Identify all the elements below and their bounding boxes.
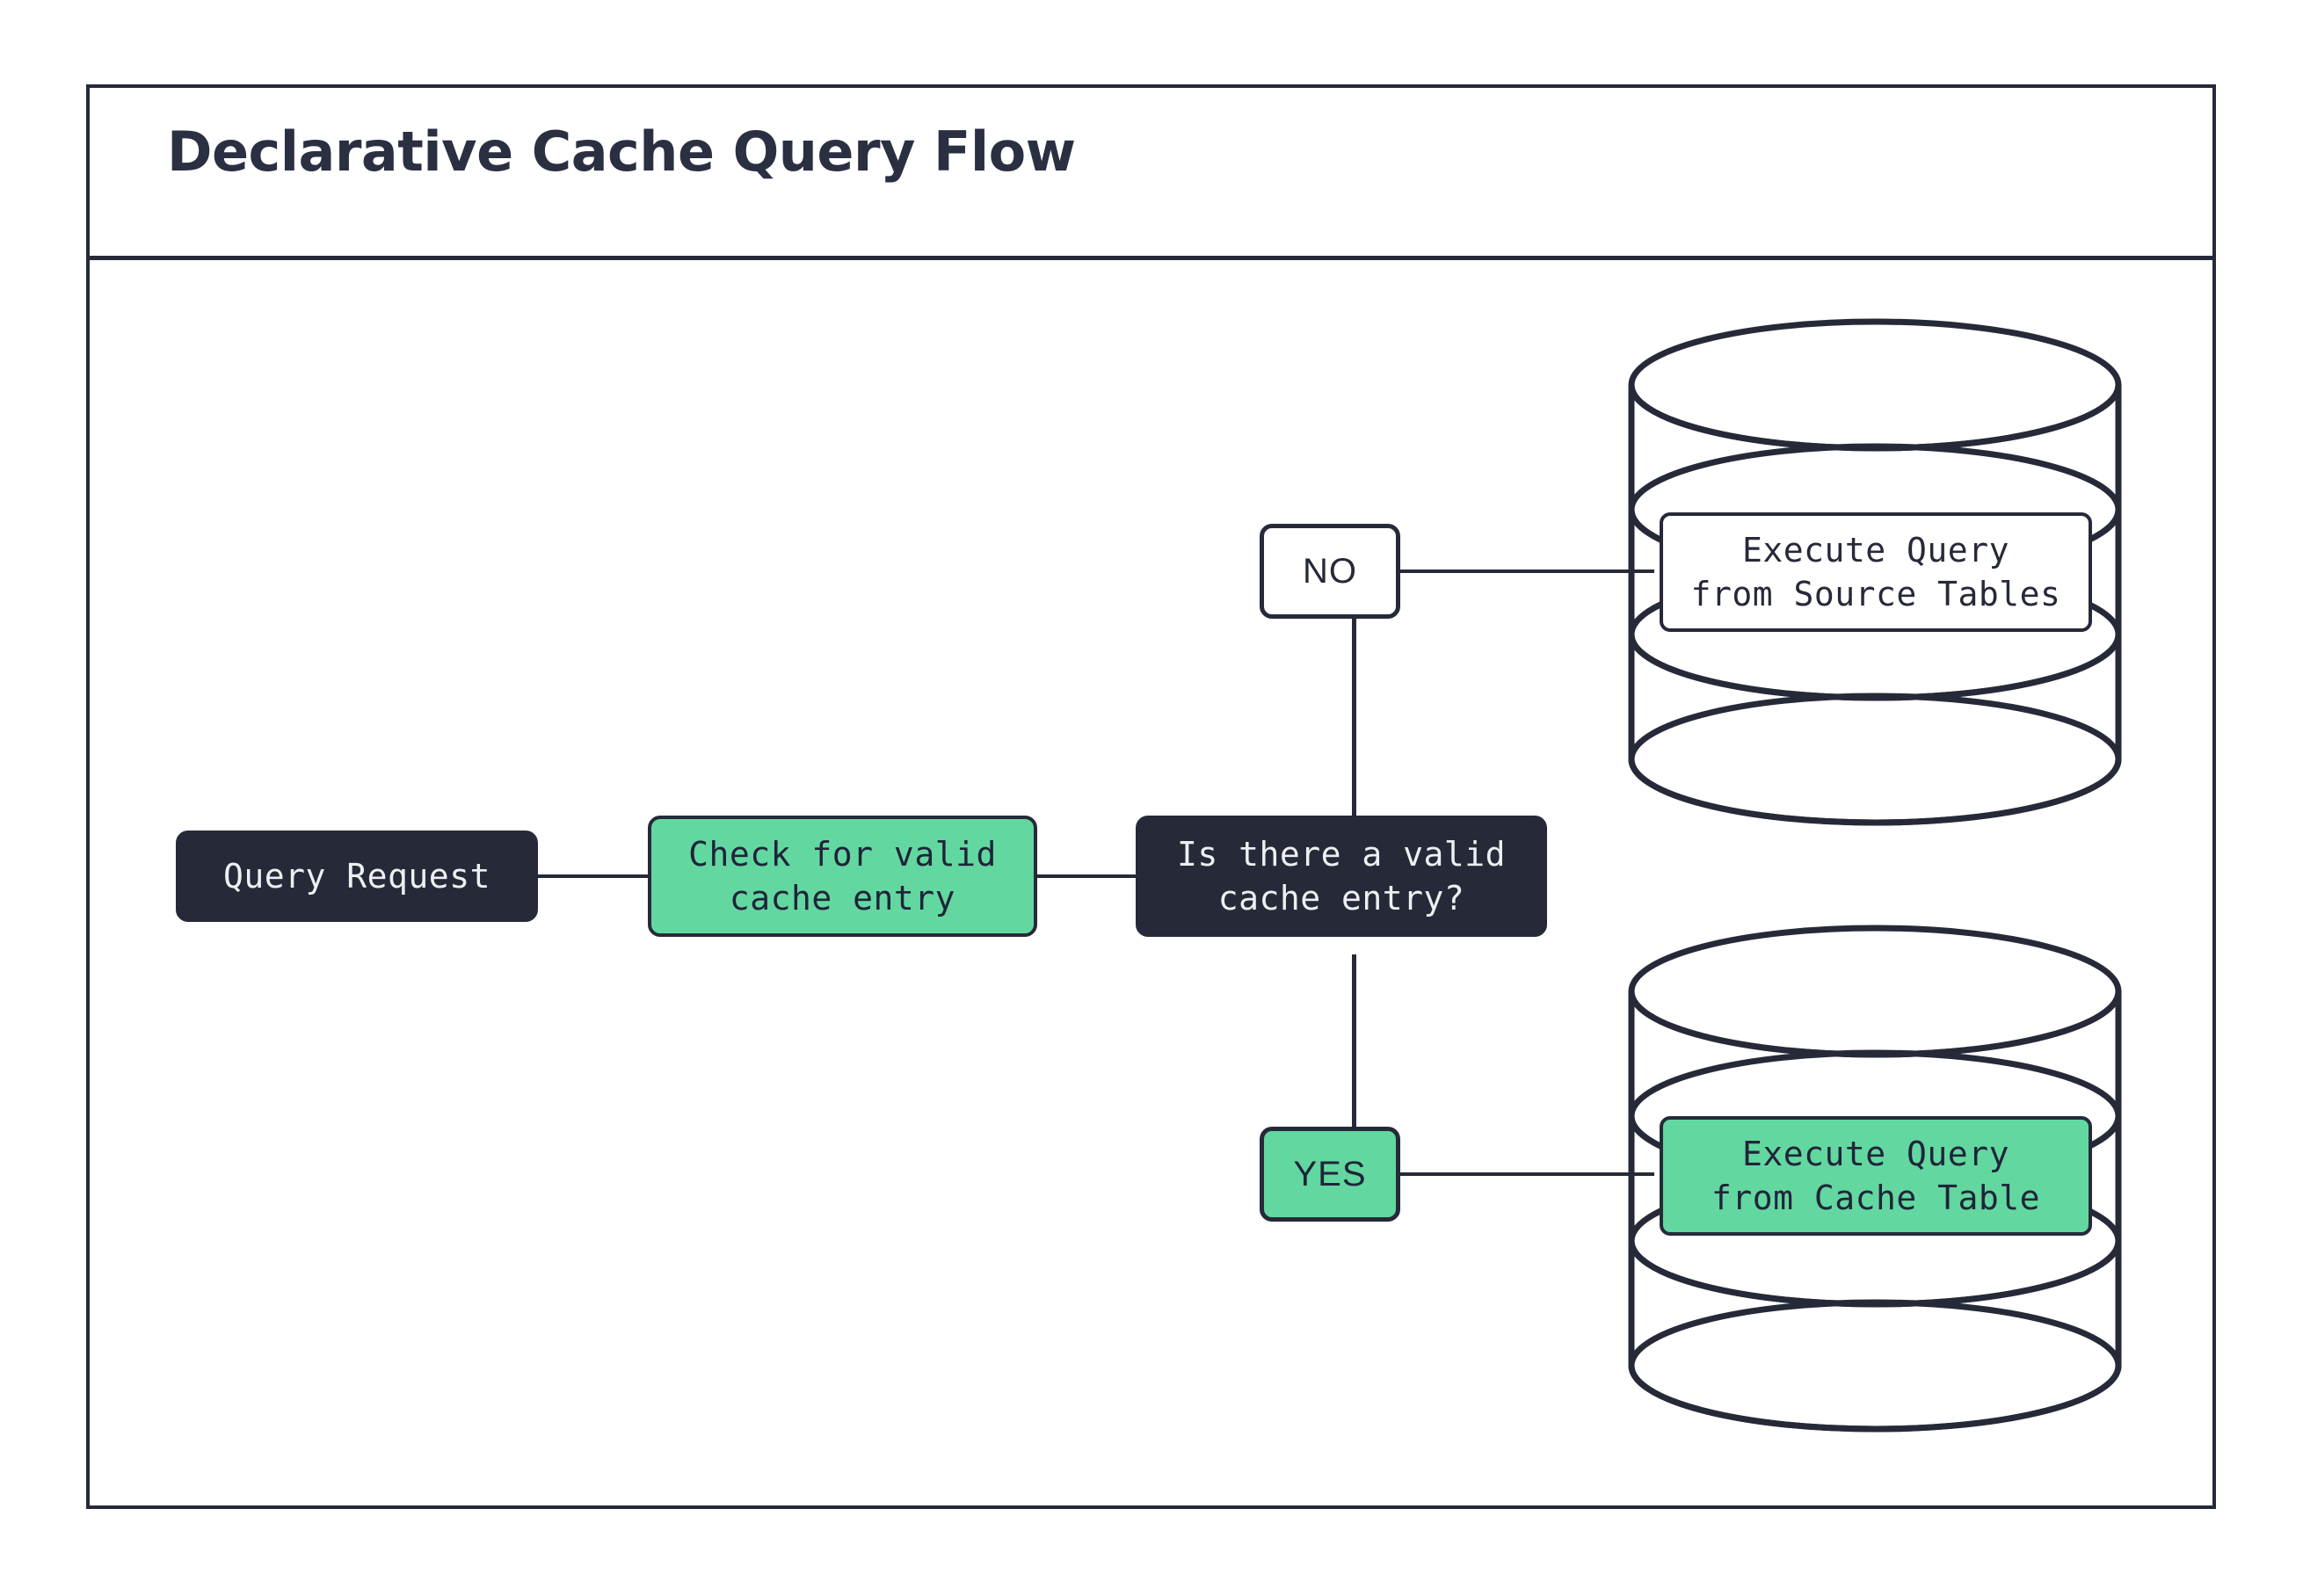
node-decision-valid-cache-entry[interactable]: Is there a valid cache entry? [1136, 816, 1547, 937]
node-query-request[interactable]: Query Request [176, 831, 538, 922]
label-execute-query-source-tables[interactable]: Execute Query from Source Tables [1660, 512, 2092, 632]
branch-label-yes[interactable]: YES [1260, 1127, 1400, 1222]
connector-decision-to-yes [1352, 954, 1356, 1130]
connector-yes-to-cache-db [1398, 1172, 1654, 1176]
label-execute-query-cache-table[interactable]: Execute Query from Cache Table [1660, 1116, 2092, 1236]
node-check-cache-entry[interactable]: Check for valid cache entry [648, 816, 1037, 937]
connector-check-to-decision [1035, 874, 1139, 878]
connector-request-to-check [538, 874, 651, 878]
page-title: Declarative Cache Query Flow [167, 120, 1076, 184]
connector-no-to-source-db [1398, 569, 1654, 573]
title-bar: Declarative Cache Query Flow [86, 84, 2216, 260]
branch-label-no[interactable]: NO [1260, 524, 1400, 619]
connector-decision-to-no [1352, 615, 1356, 819]
